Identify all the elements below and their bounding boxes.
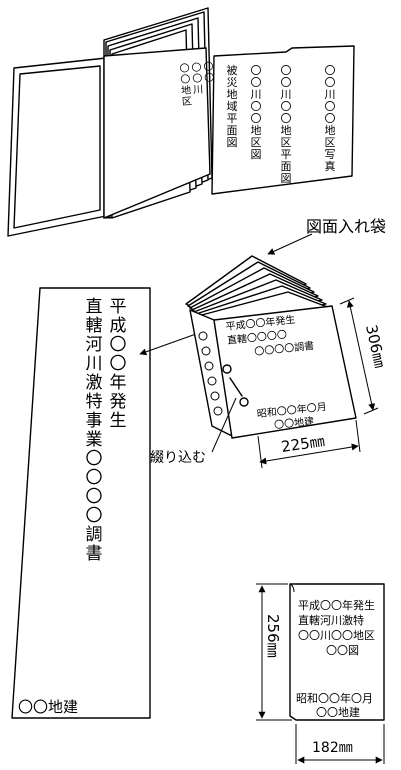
binding-pin xyxy=(229,377,243,397)
front-page xyxy=(103,47,211,219)
closed-binder-footer2: 〇〇地建 xyxy=(274,414,315,431)
spine-title-line2: 直轄河川激特事業〇〇〇〇調書 xyxy=(86,297,103,564)
closed-binder-cover xyxy=(213,305,357,439)
height-dimension-256: 256㎜ xyxy=(256,583,292,721)
front-page-col-2: 〇〇川 xyxy=(191,62,203,97)
pocket-label: 図面入れ袋 xyxy=(306,217,386,236)
closed-binder: 平成〇〇年発生 直轄〇〇〇〇 〇〇〇〇調書 昭和〇〇年〇月 〇〇地建 xyxy=(185,255,357,439)
sheet-column-1: 被災地域平面図 xyxy=(227,64,238,149)
sheet-column-3: 〇〇川〇〇地区平面図 xyxy=(281,64,292,185)
cover-sheet: 平成〇〇年発生 直轄河川激特 〇〇川〇〇地区 〇〇図 昭和〇〇年〇月 〇〇地建 xyxy=(289,583,385,721)
width-label-182: 182㎜ xyxy=(312,740,353,756)
sheet-columns: 被災地域平面図 〇〇川〇〇地区図 〇〇川〇〇地区平面図 〇〇川〇〇地区写真 xyxy=(227,64,336,185)
cover-line2: 直轄河川激特 xyxy=(298,613,364,627)
binder-back-cover-inner xyxy=(13,65,101,229)
height-label-256: 256㎜ xyxy=(264,614,282,658)
closed-binder-page-edges xyxy=(185,255,331,331)
binder-back-cover xyxy=(7,57,107,237)
height-label-306: 306㎜ xyxy=(362,323,389,369)
cover-sheet-outline xyxy=(289,583,385,721)
cover-footer1: 昭和〇〇年〇月 xyxy=(296,691,373,705)
cover-line3: 〇〇川〇〇地区 xyxy=(298,629,375,642)
spine-title-line1: 平成〇〇年発生 xyxy=(110,297,127,431)
cover-line1: 平成〇〇年発生 xyxy=(298,598,375,612)
width-dimension-225: 225㎜ xyxy=(257,419,361,469)
spine-arrow xyxy=(139,333,197,356)
sheet-column-4: 〇〇川〇〇地区写真 xyxy=(325,64,336,173)
sheet-column-2: 〇〇川〇〇地区図 xyxy=(251,64,262,161)
cover-footer2: 〇〇地建 xyxy=(316,705,360,719)
binding-holes xyxy=(198,331,223,416)
open-binder: 被災地域平面図 〇〇川〇〇地区図 〇〇川〇〇地区平面図 〇〇川〇〇地区写真 〇〇地区〇… xyxy=(7,7,355,237)
spine-footer: 〇〇地建 xyxy=(18,698,78,716)
front-page-col-1: 〇〇 xyxy=(203,61,215,85)
front-page-col-3: 〇〇地区 xyxy=(179,62,192,108)
loose-sheet xyxy=(211,45,355,195)
width-dimension-182: 182㎜ xyxy=(295,724,385,764)
cover-line4: 〇〇図 xyxy=(326,644,359,657)
pocket-arrow xyxy=(267,233,313,255)
width-label-225: 225㎜ xyxy=(280,432,326,456)
bind-label: 綴り込む xyxy=(150,450,206,466)
bind-leader xyxy=(211,397,237,453)
